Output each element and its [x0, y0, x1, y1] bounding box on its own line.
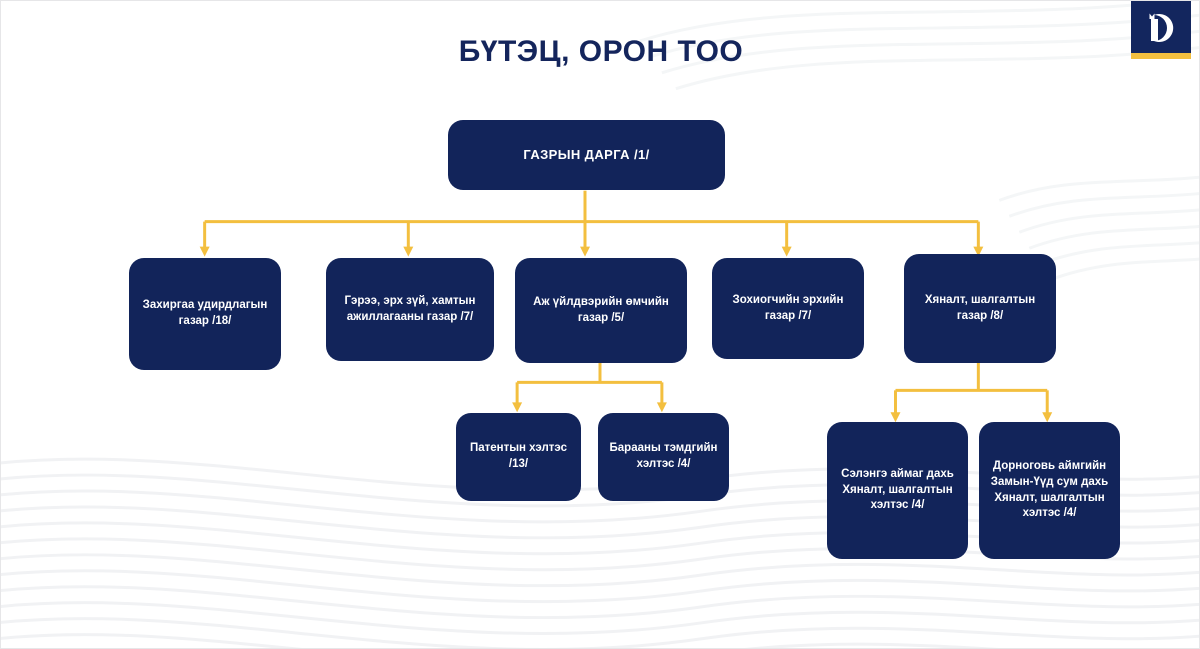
org-node-root[interactable]: ГАЗРЫН ДАРГА /1/ [448, 120, 725, 190]
org-node-contract-law-cooperation-department[interactable]: Гэрээ, эрх зүй, хамтын ажиллагааны газар… [326, 258, 494, 361]
org-node-selenge-inspection-division[interactable]: Сэлэнгэ аймаг дахь Хяналт, шалгалтын хэл… [827, 422, 968, 559]
org-node-inspection-department[interactable]: Хяналт, шалгалтын газар /8/ [904, 254, 1056, 363]
org-node-administration-department[interactable]: Захиргаа удирдлагын газар /18/ [129, 258, 281, 370]
org-node-label: Сэлэнгэ аймаг дахь Хяналт, шалгалтын хэл… [841, 468, 954, 512]
page-title: БҮТЭЦ, ОРОН ТОО [458, 35, 744, 68]
org-node-label: Аж үйлдвэрийн өмчийн газар /5/ [533, 295, 669, 324]
logo-mark [1131, 1, 1191, 53]
org-node-trademark-division[interactable]: Барааны тэмдгийн хэлтэс /4/ [598, 413, 729, 501]
org-node-label: Патентын хэлтэс /13/ [469, 442, 568, 470]
org-node-label: Барааны тэмдгийн хэлтэс /4/ [609, 442, 718, 470]
org-node-label: ГАЗРЫН ДАРГА /1/ [523, 147, 650, 163]
org-node-copyright-department[interactable]: Зохиогчийн эрхийн газар /7/ [712, 258, 864, 359]
org-node-label: Зохиогчийн эрхийн газар /7/ [732, 293, 844, 322]
org-node-dornogovi-zamiin-uud-inspection-division[interactable]: Дорноговь аймгийн Замын-Үүд сум дахь Хян… [979, 422, 1120, 559]
org-node-patent-division[interactable]: Патентын хэлтэс /13/ [456, 413, 581, 501]
org-node-industrial-property-department[interactable]: Аж үйлдвэрийн өмчийн газар /5/ [515, 258, 687, 363]
org-node-label: Хяналт, шалгалтын газар /8/ [924, 293, 1036, 322]
org-node-label: Захиргаа удирдлагын газар /18/ [142, 299, 268, 327]
org-node-label: Дорноговь аймгийн Замын-Үүд сум дахь Хян… [990, 460, 1109, 520]
logo-accent-bar [1131, 53, 1191, 59]
ip-monogram-icon [1149, 13, 1174, 43]
organization-logo [1131, 1, 1191, 59]
org-node-label: Гэрээ, эрх зүй, хамтын ажиллагааны газар… [344, 294, 476, 323]
